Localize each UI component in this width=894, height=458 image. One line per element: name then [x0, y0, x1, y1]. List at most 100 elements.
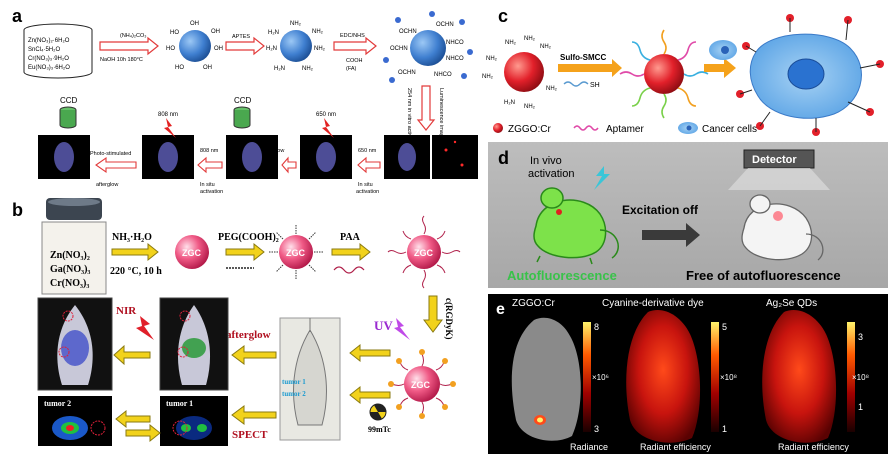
- vertical-label-1: 254 nm in vitro activation: [406, 88, 412, 149]
- svg-text:HO: HO: [166, 46, 175, 52]
- svg-text:H₂N: H₂N: [274, 66, 285, 72]
- detector: Detector: [728, 149, 830, 190]
- svg-text:ZGC: ZGC: [286, 248, 305, 258]
- svg-text:NH₂: NH₂: [546, 86, 558, 92]
- excitation-label: Excitation off: [622, 203, 699, 217]
- aptamer-sphere: [619, 29, 709, 119]
- photo-afterglow-1: Photo-stimulated: [90, 151, 131, 157]
- p2-colorbar: [711, 322, 719, 432]
- arrow-b7: [231, 345, 277, 365]
- free-label: Free of autofluorescence: [686, 268, 841, 283]
- p1-title: ZGGO:Cr: [512, 298, 555, 309]
- peg-label: PEG(COOH)₂: [218, 232, 279, 243]
- p3-exp: ×10⁸: [852, 373, 869, 382]
- image-cyanine: Cyanine-derivative dye 5 ×10⁸ 1 Radiant …: [602, 298, 737, 452]
- image-zggo: ZGGO:Cr 8 ×10⁶ 3 Radiance: [511, 298, 609, 452]
- arrow-b5: [349, 343, 391, 363]
- paa-label: PAA: [340, 232, 361, 243]
- legend-c: ZGGO:Cr Aptamer Cancer cells: [493, 122, 757, 135]
- vial-line-2: Ga(NO₃)₃: [50, 264, 90, 275]
- p3-min: 1: [858, 402, 863, 412]
- ccd-label-2: CCD: [234, 96, 252, 105]
- svg-text:NHCO: NHCO: [446, 56, 464, 62]
- step3-top: EDC/NHS: [340, 33, 365, 39]
- image-ag2se: Ag₂Se QDs 3 ×10⁸ 1 Radiant efficiency: [762, 298, 869, 452]
- autofluor-label: Autofluorescence: [507, 268, 617, 283]
- sh-label: SH: [590, 82, 600, 89]
- vial-line-1: Zn(NO₃)₂: [50, 250, 90, 261]
- activation-2: activation: [356, 189, 379, 195]
- svg-text:NH₂: NH₂: [482, 74, 494, 80]
- p1-exp: ×10⁶: [592, 373, 609, 382]
- zgc-sphere-4: ZGC: [388, 349, 456, 419]
- afterglow-a: afterglow: [262, 148, 284, 154]
- excitation-arrow: [642, 223, 700, 247]
- zgc-sphere-2: ZGC: [268, 224, 324, 280]
- tc-label: 99mTc: [368, 425, 391, 434]
- p2-title: Cyanine-derivative dye: [602, 298, 704, 309]
- arrow-b9: [113, 344, 151, 366]
- cancer-cell-large: [736, 14, 884, 136]
- svg-text:H₂N: H₂N: [266, 46, 277, 52]
- radioactive-icon: 99mTc: [368, 403, 391, 434]
- reagent-4: Eu(NO₃)₃·6H₂O: [28, 65, 70, 71]
- svg-text:NH₂: NH₂: [314, 46, 326, 52]
- arrow-b3: [331, 242, 371, 262]
- arrow-b11: [125, 423, 161, 443]
- svg-text:OH: OH: [190, 21, 199, 27]
- reagent-cylinder: Zn(NO₃)₂·6H₂O SnCl₄·5H₂O Cr(NO₃)₃·9H₂O E…: [23, 23, 93, 79]
- panel-c: c NH₂ NH₂ NH₂ NH₂ NH₂ NH₂ H₂N NH₂ Sulfo-…: [482, 6, 884, 136]
- green-mouse: [533, 187, 619, 265]
- tumor2-label-center: tumor 2: [282, 390, 306, 398]
- ccd-camera-2: CCD: [233, 96, 252, 129]
- svg-text:NH₂: NH₂: [302, 66, 314, 72]
- arrow-808: [197, 156, 223, 174]
- svg-text:OCHN: OCHN: [399, 29, 417, 35]
- panel-b: b Zn(NO₃)₂ Ga(NO₃)₃ Cr(NO₃)₃ NH₃·H₂O 220…: [12, 198, 461, 446]
- ccd-camera-1: CCD: [59, 96, 78, 129]
- svg-text:NH₂: NH₂: [540, 44, 552, 50]
- svg-text:NHCO: NHCO: [434, 72, 452, 78]
- step1-bottom: NaOH 10h 180°C: [100, 57, 143, 63]
- imaging-row: CCD CCD 808 nm 650 nm Photo-stimulated a…: [38, 96, 478, 195]
- nir-lightning-icon: [136, 316, 154, 340]
- reagent-3: Cr(NO₃)₃·9H₂O: [28, 56, 69, 62]
- nm808-top: 808 nm: [158, 112, 178, 118]
- step2-arrow: APTES: [225, 34, 265, 56]
- panel-e-label: e: [496, 301, 505, 318]
- arrow-photo: [95, 156, 137, 174]
- activation-1: activation: [200, 189, 223, 195]
- reagent-2: SnCl₄·5H₂O: [28, 47, 60, 53]
- folate-ligands: [383, 11, 473, 83]
- arrow-b2: [225, 242, 265, 262]
- vertical-label-2: Luminescence imaging: [438, 88, 444, 144]
- p3-colorbar: [847, 322, 855, 432]
- panel-d-label: d: [498, 148, 509, 168]
- spect-label: SPECT: [232, 429, 268, 441]
- nh3-label: NH₃·H₂O: [112, 232, 152, 243]
- activation-bolt-icon: [594, 166, 610, 190]
- p1-max: 8: [594, 322, 599, 332]
- svg-text:ZGC: ZGC: [411, 380, 430, 390]
- sphere-oh: OH OH OH HO HO HO OH: [166, 21, 223, 71]
- legend-zggo: ZGGO:Cr: [508, 124, 551, 135]
- step2-label: APTES: [232, 34, 250, 40]
- p1-colorbar: [583, 322, 591, 432]
- insitu-1: In situ: [200, 182, 215, 188]
- svg-text:OH: OH: [214, 46, 223, 52]
- arrow-c1: [558, 59, 622, 77]
- p3-caption: Radiant efficiency: [778, 442, 849, 452]
- uv-label: UV: [374, 318, 393, 333]
- nm650-top: 650 nm: [316, 112, 336, 118]
- afterglow-b: afterglow: [226, 329, 271, 341]
- tumor2-label: tumor 2: [44, 399, 71, 408]
- arrow-c2: [704, 58, 736, 78]
- white-mouse: [741, 194, 824, 261]
- svg-text:OCHN: OCHN: [398, 70, 416, 76]
- rgdyk-label: c(RGDyK): [444, 298, 454, 340]
- sulfo-label: Sulfo-SMCC: [560, 53, 606, 62]
- uv-icon: UV: [374, 318, 410, 340]
- step3-mid: COOH: [346, 58, 363, 64]
- legend-cancer: Cancer cells: [702, 124, 757, 135]
- nm808-row: 808 nm: [200, 148, 219, 154]
